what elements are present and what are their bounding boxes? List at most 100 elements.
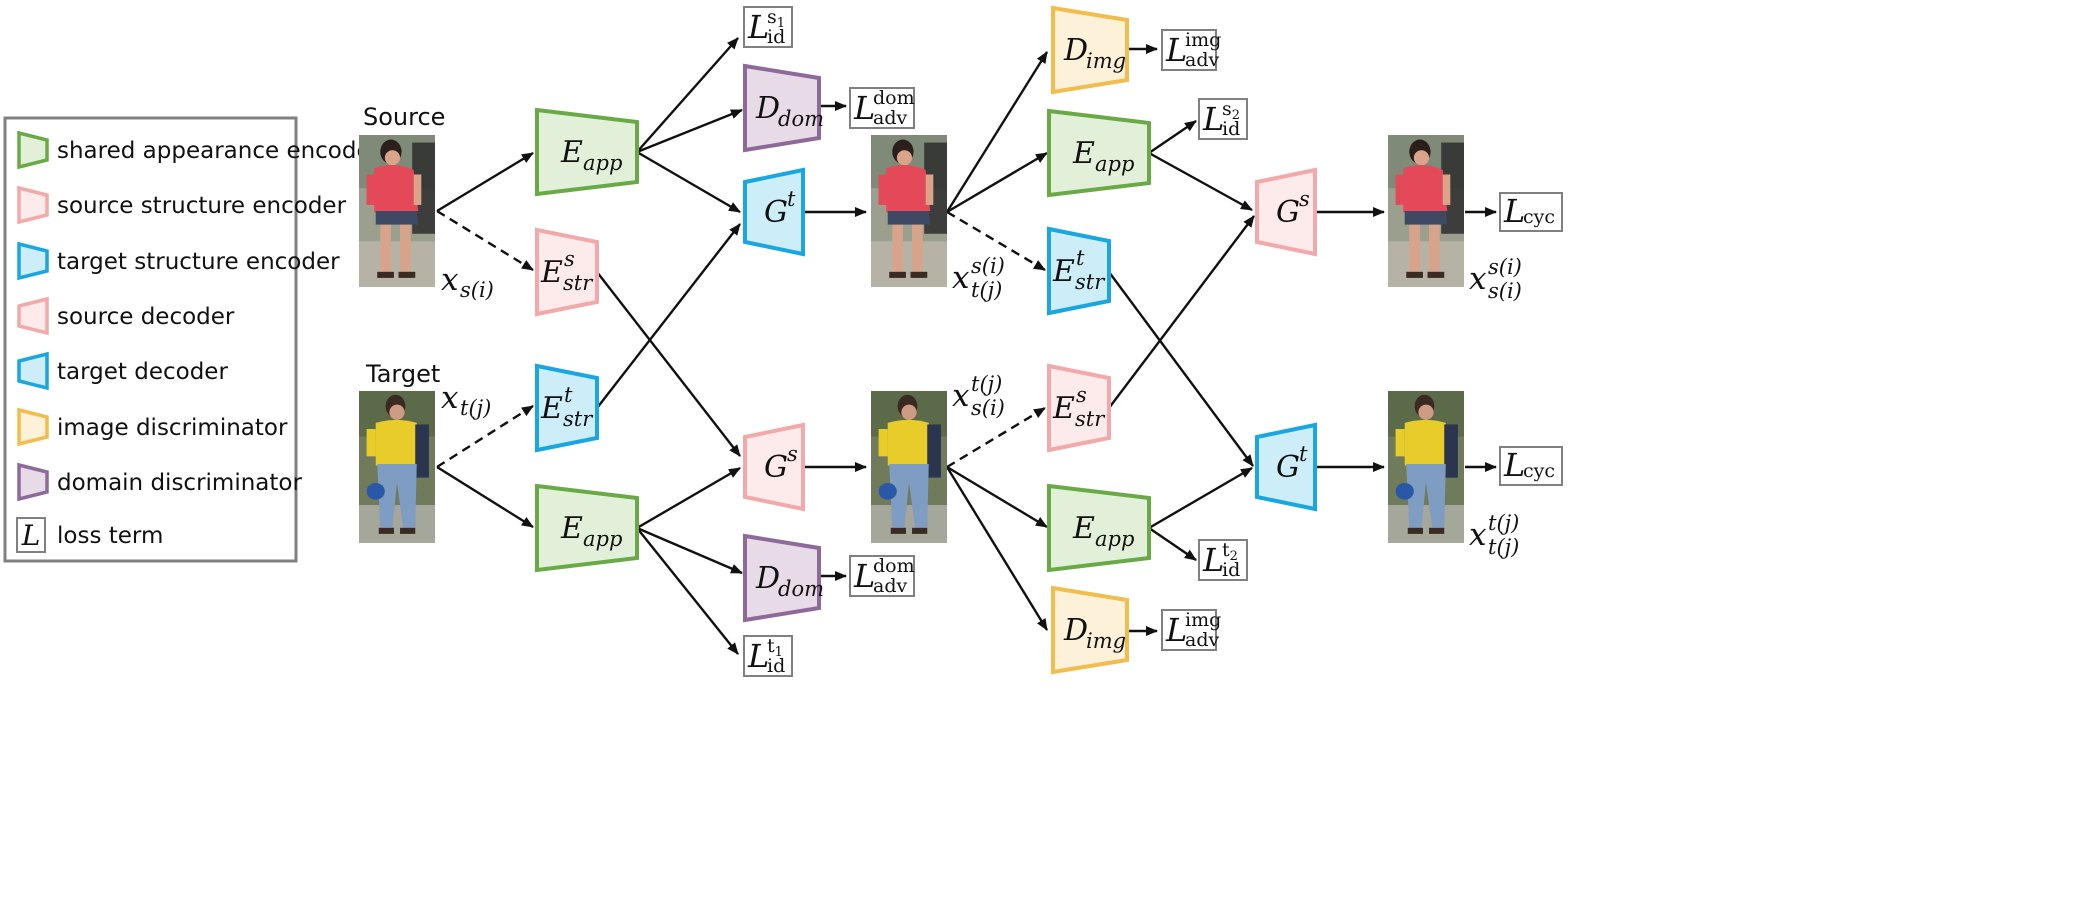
loss-subscript: cyc	[1523, 206, 1555, 228]
arrow	[636, 527, 739, 655]
loss-symbol: L	[1165, 611, 1187, 649]
legend-item: domain discriminator	[17, 462, 302, 502]
module-symbol: E	[1072, 511, 1095, 546]
module-symbol: D	[1063, 613, 1088, 648]
module-subscript: str	[563, 407, 594, 431]
arrow	[436, 151, 534, 213]
variable-subscript: t(j)	[971, 278, 1002, 302]
loss-symbol: L	[1202, 100, 1224, 138]
variable-superscript: s(i)	[971, 254, 1005, 278]
module-superscript: t	[1299, 442, 1308, 466]
loss-subscript: adv	[873, 575, 907, 597]
loss-subscript: cyc	[1523, 460, 1555, 482]
module-superscript: s	[564, 247, 575, 271]
legend-loss-symbol: L	[21, 519, 41, 552]
module-symbol: E	[540, 255, 563, 290]
module-shape	[1047, 363, 1111, 453]
legend-item: source decoder	[17, 296, 235, 336]
variable-symbol: x	[441, 380, 459, 416]
module-superscript: s	[787, 442, 798, 466]
module-shape	[743, 422, 805, 512]
loss-symbol: L	[1165, 31, 1187, 69]
loss-terms: Ls1idLdomadvLdomadvLt1idLimgadvLs2idLt2i…	[743, 6, 1563, 677]
loss-superscript: img	[1185, 609, 1221, 631]
module-symbol: E	[1052, 254, 1075, 289]
loss-box	[849, 555, 915, 597]
arrow	[1148, 151, 1253, 212]
loss-symbol: L	[1503, 192, 1525, 230]
module-symbol: D	[1063, 33, 1088, 68]
legend-item-label: shared appearance encoder	[57, 138, 381, 164]
loss-swatch-icon	[16, 517, 46, 553]
loss-subscript: id	[767, 26, 785, 48]
dashed-arrow	[946, 406, 1046, 469]
module-superscript: t	[564, 383, 573, 407]
arrow	[596, 223, 741, 409]
module-shape	[743, 533, 821, 623]
variable-superscript: t(j)	[1488, 511, 1519, 535]
dashed-arrow	[946, 210, 1046, 272]
decoder-swatch-icon	[17, 351, 49, 391]
arrow	[946, 465, 1048, 529]
module-subscript: img	[1086, 49, 1126, 73]
variable-symbol: x	[1469, 517, 1487, 553]
module-symbol: G	[764, 195, 788, 230]
module-symbol: D	[755, 91, 780, 126]
loss-superscript: dom	[873, 87, 915, 109]
loss-superscript: dom	[873, 555, 915, 577]
module-superscript: t	[1076, 246, 1085, 270]
module-shape	[1051, 5, 1129, 95]
module-symbol: G	[764, 450, 788, 485]
loss-box	[1499, 192, 1563, 232]
loss-symbol: L	[853, 557, 875, 595]
legend-item-label: loss term	[57, 523, 163, 549]
module-subscript: dom	[778, 577, 824, 601]
loss-superscript: img	[1185, 29, 1221, 51]
module-superscript: s	[1299, 187, 1310, 211]
loss-subscript: adv	[1185, 629, 1219, 651]
arrow	[1108, 215, 1255, 409]
loss-box	[1499, 446, 1563, 486]
module-shape	[1255, 422, 1317, 512]
legend-item-label: target structure encoder	[57, 249, 340, 275]
target-label: Target	[365, 360, 440, 388]
loss-subscript: id	[1222, 118, 1240, 140]
legend: shared appearance encoder source structur…	[3, 116, 381, 563]
module-symbol: E	[540, 391, 563, 426]
module-shape	[743, 63, 821, 153]
loss-symbol: L	[853, 89, 875, 127]
module-symbol: D	[755, 561, 780, 596]
legend-item: source structure encoder	[17, 185, 347, 225]
loss-box	[743, 635, 793, 677]
variable-subscript: t(j)	[1488, 535, 1519, 559]
module-shape	[535, 107, 639, 197]
variable-symbol: x	[1469, 261, 1487, 297]
module-shape	[535, 227, 599, 317]
module-symbol: E	[1072, 136, 1095, 171]
loss-box	[1198, 539, 1248, 581]
module-subscript: dom	[778, 107, 824, 131]
module-shape	[535, 363, 599, 453]
arrow	[1148, 466, 1253, 530]
module-symbol: E	[560, 511, 583, 546]
variable-superscript: s(i)	[1488, 255, 1522, 279]
arrow	[1148, 527, 1197, 561]
